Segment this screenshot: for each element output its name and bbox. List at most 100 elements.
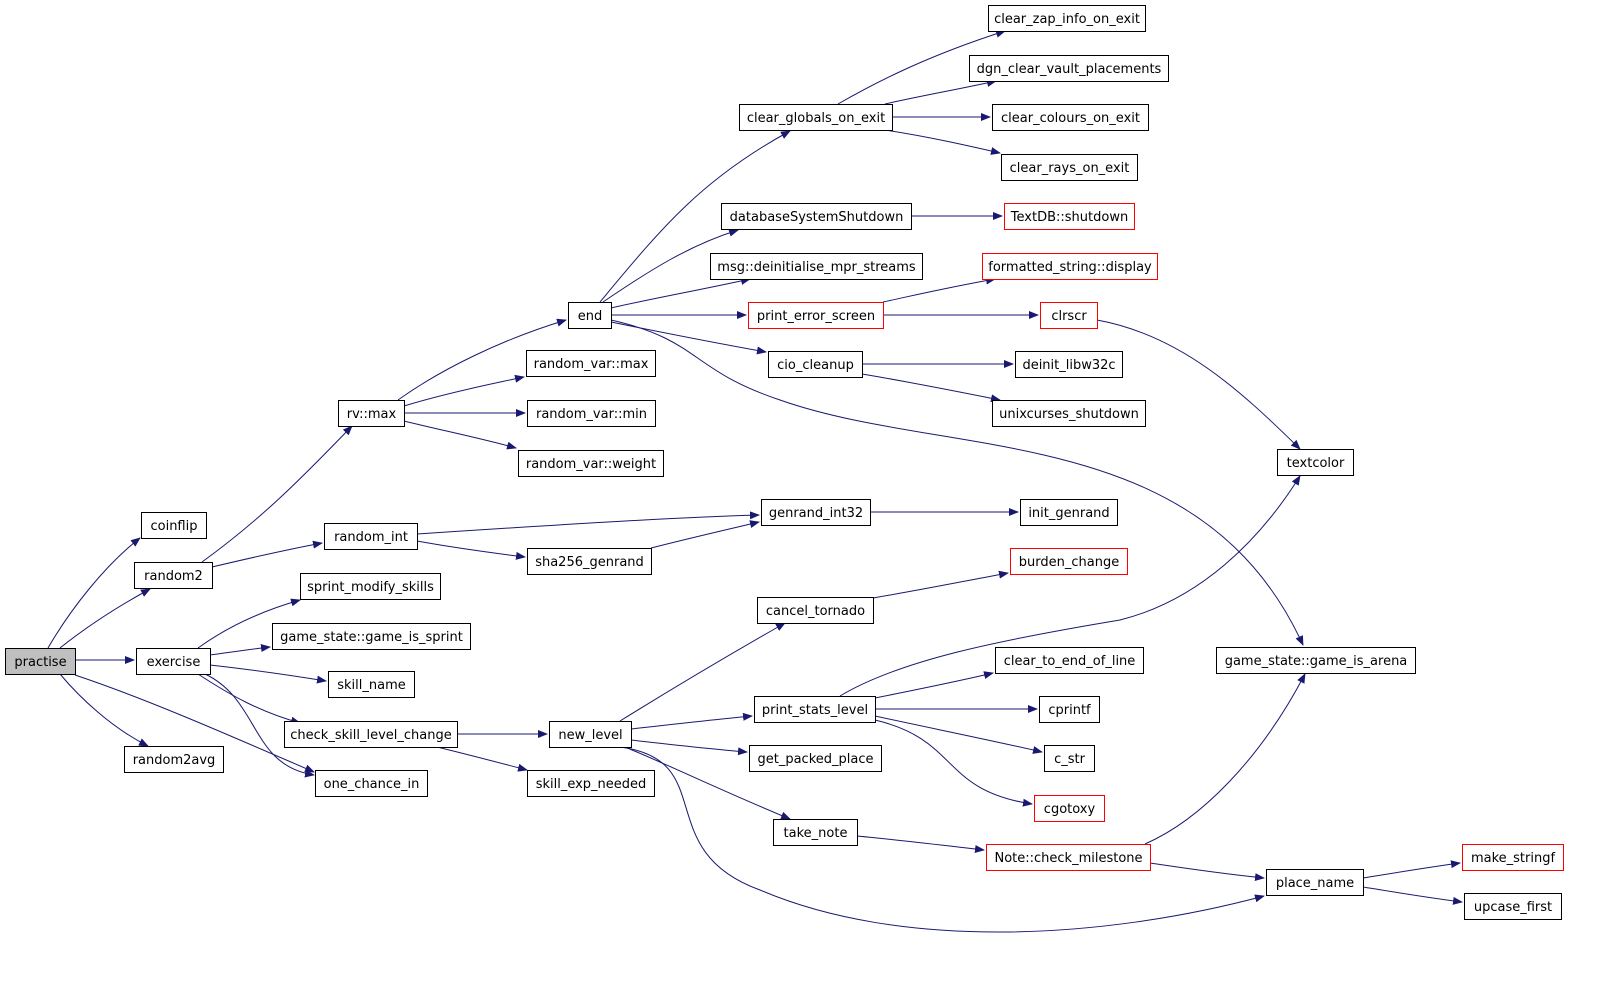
node-textcolor[interactable]: textcolor — [1277, 449, 1354, 476]
node-random2[interactable]: random2 — [134, 562, 213, 589]
edge-new_level-to-take_note — [624, 746, 791, 820]
node-clear_zap_info_on_exit[interactable]: clear_zap_info_on_exit — [988, 5, 1146, 32]
node-end[interactable]: end — [568, 302, 612, 329]
edge-end-to-cio_cleanup — [610, 321, 767, 355]
node-place_name[interactable]: place_name — [1266, 869, 1364, 896]
node-box — [518, 450, 664, 477]
node-c_str[interactable]: c_str — [1044, 745, 1095, 772]
node-label: msg::deinitialise_mpr_streams — [717, 260, 916, 275]
edge-random_int-to-genrand_int32 — [416, 511, 760, 535]
node-game_is_sprint[interactable]: game_state::game_is_sprint — [272, 623, 471, 650]
node-label: cgotoxy — [1044, 802, 1096, 817]
node-rv_max[interactable]: rv::max — [338, 400, 405, 427]
node-label: clear_globals_on_exit — [747, 111, 885, 126]
edge-exercise-to-game_is_sprint — [209, 644, 271, 656]
node-box — [995, 647, 1144, 674]
node-box — [768, 351, 863, 378]
node-clrscr[interactable]: clrscr — [1040, 302, 1098, 329]
node-label: formatted_string::display — [988, 260, 1152, 275]
node-box — [324, 523, 418, 550]
node-coinflip[interactable]: coinflip — [141, 512, 207, 539]
node-unixcurses_shutdown[interactable]: unixcurses_shutdown — [992, 400, 1146, 427]
edge-end-to-game_is_arena — [610, 319, 1304, 646]
node-game_is_arena[interactable]: game_state::game_is_arena — [1216, 647, 1416, 674]
node-burden_change[interactable]: burden_change — [1010, 548, 1128, 575]
node-box — [773, 819, 858, 846]
node-cgotoxy[interactable]: cgotoxy — [1034, 795, 1105, 822]
node-label: check_skill_level_change — [290, 728, 451, 743]
node-cprintf[interactable]: cprintf — [1039, 696, 1100, 723]
node-box — [1277, 449, 1354, 476]
node-box — [1001, 154, 1138, 181]
node-textdb_shutdown[interactable]: TextDB::shutdown — [1004, 203, 1135, 230]
node-print_error_screen[interactable]: print_error_screen — [748, 302, 884, 329]
node-deinit_libw32c[interactable]: deinit_libw32c — [1015, 351, 1123, 378]
node-print_stats_level[interactable]: print_stats_level — [754, 696, 876, 723]
node-sha256_genrand[interactable]: sha256_genrand — [527, 548, 652, 575]
node-box — [526, 350, 656, 377]
edge-clrscr-to-textcolor — [1096, 319, 1301, 450]
node-label: random_int — [334, 530, 408, 545]
node-skill_exp_needed[interactable]: skill_exp_needed — [527, 770, 655, 797]
node-take_note[interactable]: take_note — [773, 819, 858, 846]
node-formatted_string_display[interactable]: formatted_string::display — [982, 253, 1158, 280]
edge-end-to-clear_globals_on_exit — [599, 130, 791, 303]
node-random2avg[interactable]: random2avg — [124, 746, 224, 773]
node-label: sha256_genrand — [535, 555, 644, 570]
node-box — [136, 648, 211, 675]
node-clear_colours_on_exit[interactable]: clear_colours_on_exit — [992, 104, 1149, 131]
node-genrand_int32[interactable]: genrand_int32 — [761, 499, 871, 526]
node-label: burden_change — [1019, 555, 1119, 570]
node-clear_rays_on_exit[interactable]: clear_rays_on_exit — [1001, 154, 1138, 181]
node-rv_var_max[interactable]: random_var::max — [526, 350, 656, 377]
node-box — [748, 302, 884, 329]
node-rv_var_min[interactable]: random_var::min — [527, 400, 656, 427]
node-box — [757, 597, 874, 624]
node-dgn_clear_vault_placements[interactable]: dgn_clear_vault_placements — [969, 55, 1169, 82]
node-upcase_first[interactable]: upcase_first — [1464, 893, 1562, 920]
node-random_int[interactable]: random_int — [324, 523, 418, 550]
node-practise[interactable]: practise — [5, 648, 76, 675]
node-box — [284, 721, 458, 748]
node-check_skill_level_change[interactable]: check_skill_level_change — [284, 721, 458, 748]
node-box — [527, 548, 652, 575]
node-make_stringf[interactable]: make_stringf — [1462, 844, 1564, 871]
node-new_level[interactable]: new_level — [549, 721, 632, 748]
node-exercise[interactable]: exercise — [136, 648, 211, 675]
edge-check_skill_level_change-to-skill_exp_needed — [436, 746, 528, 772]
node-skill_name[interactable]: skill_name — [328, 671, 415, 698]
node-box — [124, 746, 224, 773]
edge-practise-to-coinflip — [47, 537, 141, 649]
node-label: genrand_int32 — [769, 506, 863, 521]
edge-rv_max-to-rv_var_weight — [403, 420, 517, 450]
edge-new_level-to-cancel_tornado — [619, 622, 786, 722]
node-get_packed_place[interactable]: get_packed_place — [749, 745, 882, 772]
node-clear_to_end_of_line[interactable]: clear_to_end_of_line — [995, 647, 1144, 674]
edge-practise-to-random2 — [59, 588, 151, 649]
node-clear_globals_on_exit[interactable]: clear_globals_on_exit — [739, 104, 893, 131]
edge-random2-to-random_int — [211, 540, 323, 568]
edge-clear_globals_on_exit-to-dgn_clear_vault_placements — [884, 79, 997, 105]
edge-take_note-to-note_check_milestone — [856, 835, 985, 853]
node-msg_deinit[interactable]: msg::deinitialise_mpr_streams — [710, 253, 923, 280]
node-cio_cleanup[interactable]: cio_cleanup — [768, 351, 863, 378]
node-databaseSystemShutdown[interactable]: databaseSystemShutdown — [721, 203, 912, 230]
node-cancel_tornado[interactable]: cancel_tornado — [757, 597, 874, 624]
nodes-layer: practise coinflip random2 exercise random2av… — [5, 5, 1564, 920]
node-note_check_milestone[interactable]: Note::check_milestone — [986, 844, 1151, 871]
node-box — [141, 512, 207, 539]
node-box — [272, 623, 471, 650]
edge-random_int-to-sha256_genrand — [416, 540, 526, 560]
node-init_genrand[interactable]: init_genrand — [1020, 499, 1118, 526]
node-label: TextDB::shutdown — [1010, 210, 1128, 225]
node-box — [1004, 203, 1135, 230]
node-label: print_error_screen — [757, 309, 875, 324]
node-sprint_modify_skills[interactable]: sprint_modify_skills — [300, 573, 441, 600]
node-label: random_var::min — [536, 407, 647, 422]
node-rv_var_weight[interactable]: random_var::weight — [518, 450, 664, 477]
node-label: random2avg — [133, 753, 216, 768]
edge-print_stats_level-to-cgotoxy — [874, 719, 1033, 807]
node-label: random_var::weight — [526, 457, 656, 472]
node-one_chance_in[interactable]: one_chance_in — [315, 770, 428, 797]
